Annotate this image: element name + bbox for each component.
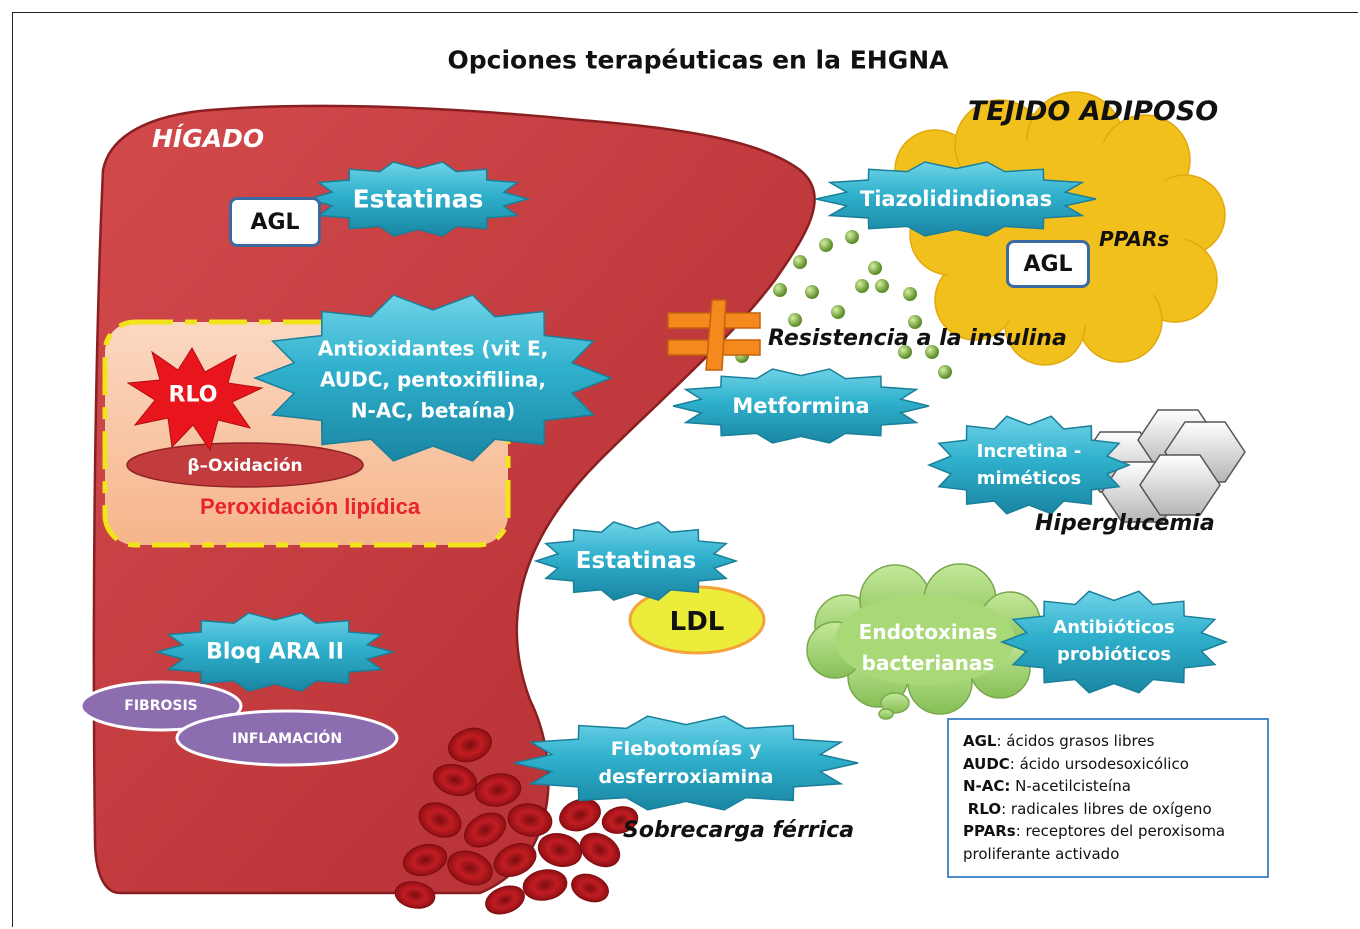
therapy-badges xyxy=(154,161,1229,811)
legend-row: PPARs: receptores del peroxisoma xyxy=(963,822,1226,841)
estatinas-mid-text: Estatinas xyxy=(575,548,697,574)
endotoxins-cloud xyxy=(806,563,1041,720)
red-blood-cells xyxy=(394,727,639,915)
hyperglycemia-label: Hiperglucemia xyxy=(1035,511,1215,536)
legend-row: proliferante activado xyxy=(963,844,1120,863)
beta-oxidation-ellipse xyxy=(126,442,364,488)
antioxidantes-badge xyxy=(252,294,614,462)
inflamacion-text: INFLAMACIÓN xyxy=(231,731,343,747)
agl-liver-box: AGL xyxy=(229,197,321,247)
bloq-ara-badge xyxy=(154,612,396,692)
metformina-badge xyxy=(672,368,930,444)
tiazolidindionas-text: Tiazolidindionas xyxy=(859,187,1053,211)
not-equal-sign xyxy=(667,299,761,371)
antioxidantes-text: Antioxidantes (vit E, AUDC, pentoxifilin… xyxy=(317,336,549,423)
ppars-label: PPARs xyxy=(1099,227,1170,251)
antibioticos-badge xyxy=(999,590,1229,694)
insulin-resistance-label: Resistencia a la insulina xyxy=(768,326,1067,351)
figure-frame xyxy=(12,12,1358,927)
lipid-peroxidation-label: Peroxidación lipídica xyxy=(200,494,421,519)
metformina-text: Metformina xyxy=(732,394,870,418)
beta-oxidation-text: β–Oxidación xyxy=(187,456,303,476)
flebotomias-badge xyxy=(513,715,859,811)
rlo-starburst xyxy=(126,347,264,452)
glucose-hexagons xyxy=(1079,409,1246,523)
legend-row: RLO: radicales libres de oxígeno xyxy=(967,799,1212,818)
fibrosis-text: FIBROSIS xyxy=(124,698,198,714)
adipose-tissue-cloud xyxy=(894,91,1226,366)
rlo-text: RLO xyxy=(168,382,218,408)
iron-overload-label: Sobrecarga férrica xyxy=(623,818,855,843)
tiazolidindionas-badge xyxy=(815,161,1097,237)
antibioticos-text: Antibióticos probióticos xyxy=(1053,617,1175,665)
estatinas-mid-badge xyxy=(533,521,739,601)
bloq-ara-text: Bloq ARA II xyxy=(206,639,344,665)
fibrosis-ellipse xyxy=(79,680,243,732)
legend-row: AGL: ácidos grasos libres xyxy=(963,732,1155,750)
abbreviation-legend: AGL: ácidos grasos libres AUDC: ácido ur… xyxy=(947,718,1269,878)
inflamacion-ellipse xyxy=(175,709,399,767)
legend-row: N-AC: N-acetilcisteína xyxy=(963,777,1131,796)
legend-row: AUDC: ácido ursodesoxicólico xyxy=(963,754,1189,773)
estatinas-top-text: Estatinas xyxy=(352,184,484,214)
agl-adipose-box: AGL xyxy=(1006,240,1090,288)
incretina-badge xyxy=(927,415,1131,515)
flebotomias-text: Flebotomías y desferroxiamina xyxy=(598,738,774,788)
page-title: Opciones terapéuticas en la EHGNA xyxy=(447,45,949,75)
endotoxinas-text: Endotoxinas bacterianas xyxy=(858,620,998,675)
adipose-label: TEJIDO ADIPOSO xyxy=(968,96,1219,127)
ldl-text: LDL xyxy=(669,607,725,637)
incretina-text: Incretina - miméticos xyxy=(976,441,1082,489)
liver-label: HÍGADO xyxy=(152,124,265,153)
